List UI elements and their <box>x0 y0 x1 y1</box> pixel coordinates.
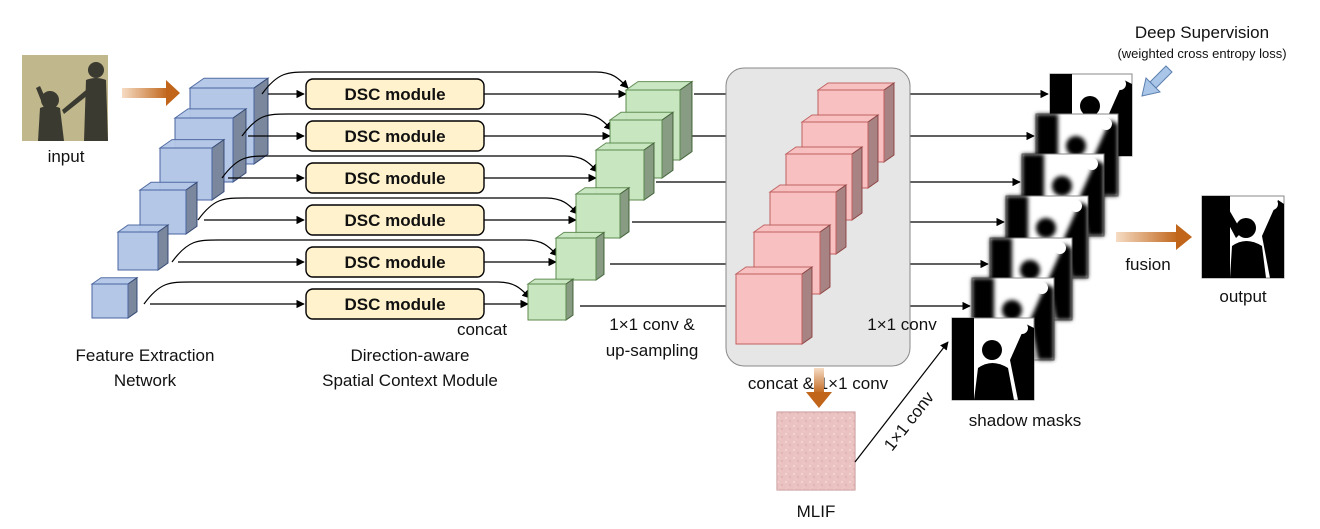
dsc-module-label: DSC module <box>344 169 445 188</box>
dsc-module-label: DSC module <box>344 295 445 314</box>
concat-label: concat <box>457 320 507 339</box>
dsc-module-label: DSC module <box>344 211 445 230</box>
dsc-context-label-2: Spatial Context Module <box>322 371 498 390</box>
dsc-module-label: DSC module <box>344 85 445 104</box>
context-blocks <box>526 80 694 321</box>
skip-arrow <box>171 239 559 263</box>
connections <box>143 71 1049 311</box>
conv-1x1-label: 1×1 conv <box>867 315 937 334</box>
skip-arrow <box>241 113 613 137</box>
shadow-masks-label: shadow masks <box>969 411 1081 430</box>
fusion-arrow <box>1116 224 1192 250</box>
deep-supervision-sub-label: (weighted cross entropy loss) <box>1117 46 1286 61</box>
dsc-module: DSC module <box>305 120 485 152</box>
shadow-mask-icon <box>951 317 1035 401</box>
fusion-label: fusion <box>1125 255 1170 274</box>
feature-extraction-label-2: Network <box>114 371 177 390</box>
dsc-module-label: DSC module <box>344 253 445 272</box>
skip-arrow <box>261 71 629 95</box>
feature-extraction-label-1: Feature Extraction <box>76 346 215 365</box>
conv-upsampling-label-1: 1×1 conv & <box>609 315 695 334</box>
feature-block <box>90 276 139 319</box>
context-block <box>554 231 606 281</box>
skip-arrow <box>143 281 531 305</box>
output-mask <box>1201 195 1285 279</box>
conv-upsampling-label-2: up-sampling <box>606 341 699 360</box>
shadow-mask-icon <box>1202 196 1284 278</box>
input-image <box>22 55 108 141</box>
refinement-blocks <box>734 82 896 345</box>
context-block <box>574 186 631 239</box>
dsc-module-label: DSC module <box>344 127 445 146</box>
input-label: input <box>48 147 85 166</box>
mlif-to-mask-arrow <box>854 341 949 463</box>
output-label: output <box>1219 287 1267 306</box>
conv-1x1-rotated-label: 1×1 conv <box>880 388 938 455</box>
feature-extraction-network <box>90 77 270 319</box>
mlif-arrow <box>806 368 832 408</box>
dsc-context-label-1: Direction-aware <box>350 346 469 365</box>
shadow-photo-icon <box>36 62 108 141</box>
shadow-mask-stack <box>951 73 1133 401</box>
dsc-module: DSC module <box>305 288 485 320</box>
texture-map-icon <box>777 412 855 490</box>
dsc-module: DSC module <box>305 204 485 236</box>
feature-block <box>116 224 170 271</box>
context-block <box>526 278 575 321</box>
mlif-map <box>776 411 856 491</box>
dsc-module: DSC module <box>305 78 485 110</box>
dsc-module: DSC module <box>305 246 485 278</box>
refinement-block <box>734 266 814 345</box>
skip-arrow <box>221 155 599 179</box>
deep-supervision-label: Deep Supervision <box>1135 23 1269 42</box>
dsc-module: DSC module <box>305 162 485 194</box>
skip-arrow <box>197 197 579 221</box>
mlif-label: MLIF <box>797 502 836 521</box>
deep-supervision-arrow <box>1141 65 1173 97</box>
input-arrow <box>122 80 180 106</box>
